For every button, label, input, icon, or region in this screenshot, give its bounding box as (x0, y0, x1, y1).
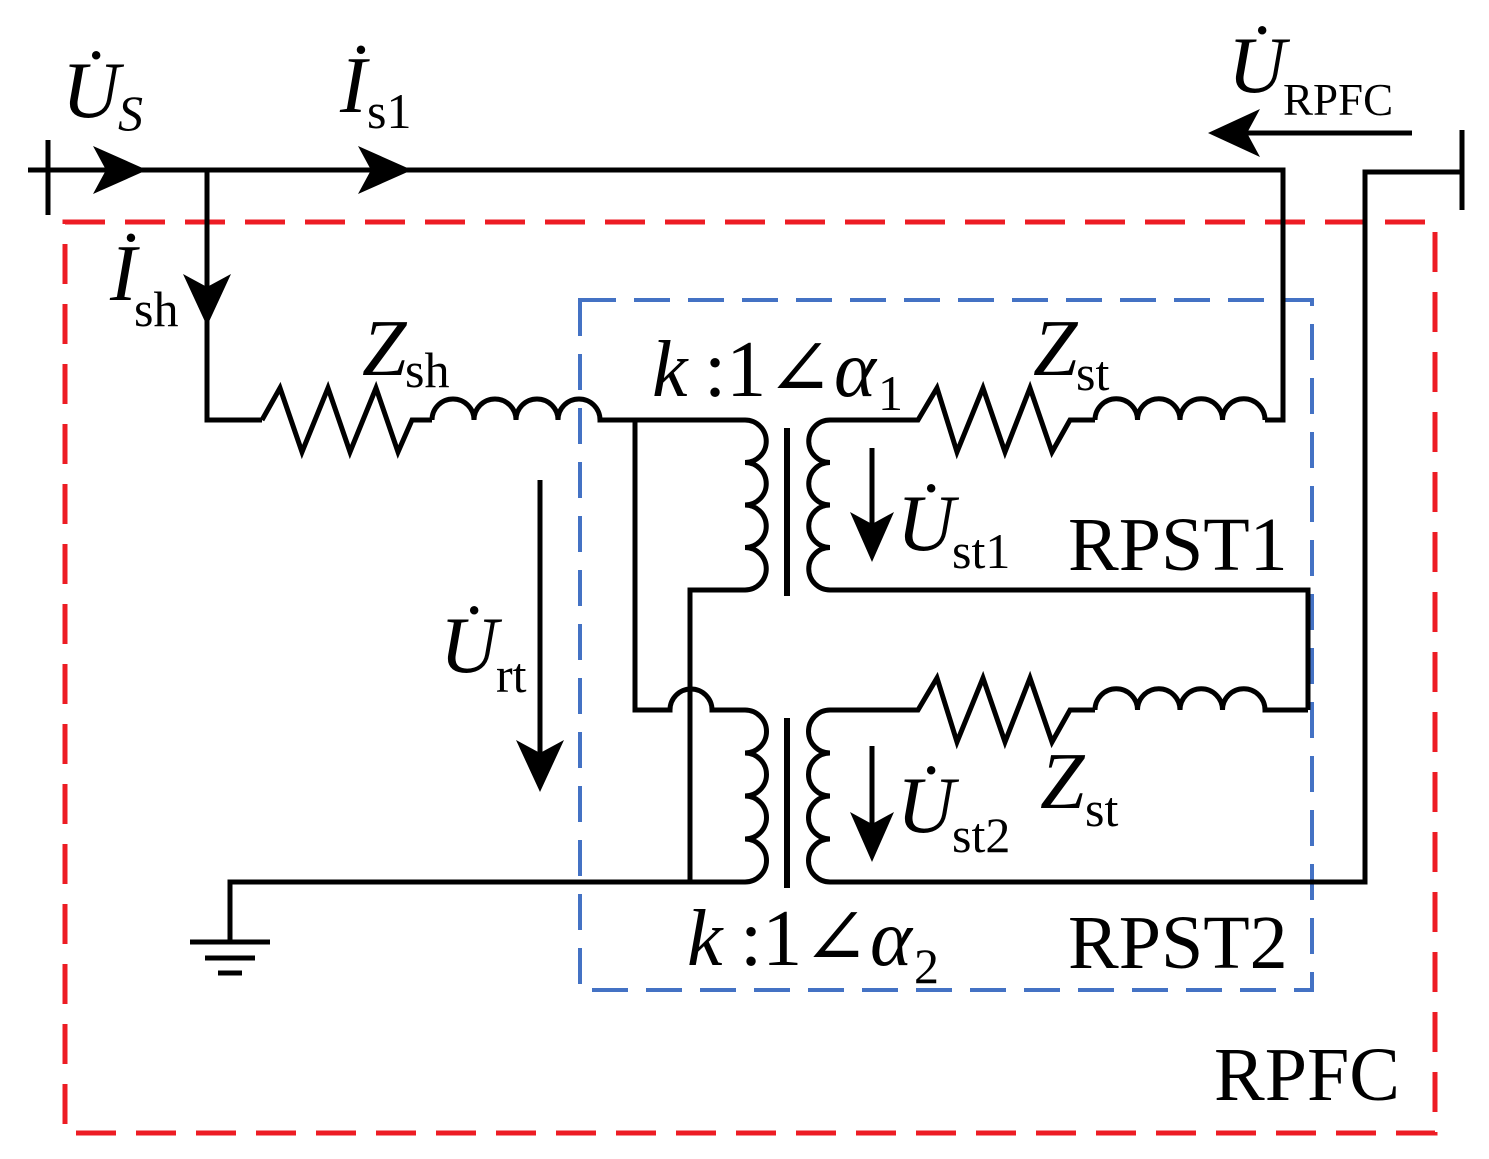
wiring (28, 130, 1465, 976)
rt-voltage-label: U̇ rt (440, 602, 527, 703)
rpst2-impedance-symbol: Z (1040, 738, 1086, 826)
line-current-symbol: İ (339, 42, 370, 130)
shunt-current-subscript: sh (134, 281, 178, 337)
ground-symbol (190, 939, 270, 976)
rpfc-voltage-symbol: U̇ (1228, 22, 1291, 110)
source-voltage-label: U̇ S (62, 47, 143, 141)
rpfc-voltage-label: U̇ RPFC (1228, 22, 1393, 125)
line-current-arrowhead (358, 146, 412, 194)
labels: U̇ S İ s1 U̇ RPFC İ sh Z sh k :1∠ α 1 Z … (62, 22, 1400, 1117)
rpst2-ratio-k: k (687, 895, 724, 983)
rpst1-series-impedance-label: Z st (1033, 305, 1109, 401)
source-voltage-subscript: S (118, 85, 143, 141)
rt-voltage-symbol: U̇ (440, 602, 503, 690)
source-voltage-symbol: U̇ (62, 47, 125, 135)
rt-voltage-arrowhead (516, 740, 564, 792)
st1-voltage-arrowhead (850, 512, 894, 562)
rpst1-voltage-subscript: st1 (952, 523, 1010, 579)
line-current-label: İ s1 (339, 42, 411, 139)
rpst1-series-inductor-symbol (1092, 396, 1268, 421)
rpst2-ratio-alpha: α (870, 895, 914, 983)
rpfc-voltage-arrowhead (1208, 109, 1260, 157)
shunt-current-arrowhead (183, 274, 231, 326)
st2-voltage-arrowhead (850, 812, 894, 862)
rpst1-voltage-symbol: U̇ (897, 480, 960, 568)
rpst1-series-resistor-symbol (830, 380, 1095, 460)
rpst-boundary-box (578, 298, 1314, 992)
rpst2-series-resistor-symbol (830, 670, 1095, 750)
shunt-resistor-symbol (259, 380, 432, 460)
rpst2-ratio-subscript: 2 (914, 938, 939, 994)
rpst2-impedance-subscript: st (1085, 781, 1118, 837)
rpst2-title: RPST2 (1068, 901, 1288, 985)
rpst2-ratio-mid: :1∠ (740, 895, 869, 983)
shunt-inductor-symbol (429, 396, 745, 423)
rpst2-series-inductor-symbol (1092, 686, 1308, 713)
rpst1-ratio-k: k (652, 326, 689, 414)
rpst1-impedance-subscript: st (1076, 345, 1109, 401)
shunt-branch-wire (204, 170, 262, 423)
rt-voltage-subscript: rt (496, 647, 527, 703)
rpfc-title: RPFC (1214, 1033, 1400, 1117)
rpst2-series-impedance-label: Z st (1040, 738, 1118, 837)
shunt-impedance-subscript: sh (405, 342, 449, 398)
arrowheads (93, 109, 1260, 862)
source-voltage-arrowhead (93, 146, 147, 194)
shunt-current-label: İ sh (109, 230, 178, 337)
receiving-return-wire (830, 169, 1462, 885)
line-current-subscript: s1 (367, 83, 411, 139)
rpst1-voltage-label: U̇ st1 (897, 480, 1010, 579)
rpst1-ratio-mid: :1∠ (704, 326, 833, 414)
rpst1-secondary-coil (806, 417, 1311, 710)
shunt-current-symbol: İ (109, 230, 140, 318)
rpfc-voltage-subscript: RPFC (1283, 75, 1393, 125)
shunt-impedance-label: Z sh (362, 305, 449, 398)
rpst1-impedance-symbol: Z (1033, 305, 1079, 393)
rpst2-voltage-label: U̇ st2 (897, 762, 1010, 863)
rpst1-ratio-alpha: α (834, 326, 878, 414)
rpst2-primary-coil (227, 707, 769, 942)
rpst1-title: RPST1 (1068, 503, 1288, 587)
main-line-wire (28, 167, 1286, 423)
rpst2-turns-ratio: k :1∠ α 2 (687, 895, 939, 994)
shunt-impedance-symbol: Z (362, 305, 408, 393)
rpst2-secondary-coil (806, 707, 831, 885)
rpst2-voltage-subscript: st2 (952, 807, 1010, 863)
rpst1-primary-coil (687, 417, 769, 882)
rpst2-voltage-symbol: U̇ (897, 762, 960, 850)
rpfc-boundary-box (62, 219, 1438, 1136)
rpst1-ratio-subscript: 1 (878, 365, 903, 421)
rpst1-turns-ratio: k :1∠ α 1 (652, 326, 903, 421)
